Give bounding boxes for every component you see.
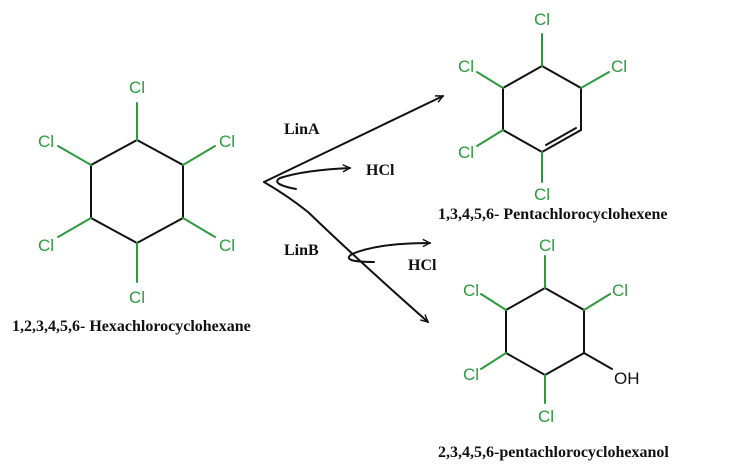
product-b-cl-bond-lower-left <box>480 352 507 370</box>
reactant-cl-bottom: Cl <box>129 288 145 307</box>
reactant-cl-top: Cl <box>129 78 145 97</box>
product-b-name: 2,3,4,5,6-pentachlorocyclohexanol <box>438 444 669 461</box>
linb-arrow <box>263 181 428 322</box>
product-a-name: 1,3,4,5,6- Pentachlorocyclohexene <box>438 206 667 223</box>
product-b-cl-lower-left: Cl <box>463 365 479 384</box>
product-b-cl-upper-left: Cl <box>463 281 479 300</box>
product-a-cl-upper-left: Cl <box>458 57 474 76</box>
reactant-cl-upper-left: Cl <box>38 132 54 151</box>
product-a-cl-lower-left: Cl <box>458 143 474 162</box>
reactant-cl-upper-right: Cl <box>219 132 235 151</box>
product-a-cl-bottom: Cl <box>534 185 550 204</box>
product-a-ring <box>502 64 582 154</box>
product-b-cl-bond-upper-left <box>480 293 507 311</box>
pentachlorocyclohexene-structure: Cl Cl Cl Cl Cl <box>458 10 627 204</box>
lina-arrow <box>263 95 443 183</box>
reactant-cl-lower-right: Cl <box>219 236 235 255</box>
product-b-hydroxyl: OH <box>614 369 640 388</box>
product-a-cl-bond-lower-left <box>476 129 504 147</box>
reactant-cl-bond-lower-right <box>182 217 216 238</box>
product-a-cl-bond-upper-left <box>476 71 504 89</box>
pentachlorocyclohexanol-structure: Cl Cl Cl Cl Cl OH <box>463 236 640 426</box>
product-b-oh-bond <box>583 352 613 370</box>
product-a-cl-bond-upper-right <box>580 71 610 89</box>
product-a-cl-upper-right: Cl <box>611 57 627 76</box>
product-b-cl-bottom: Cl <box>538 407 554 426</box>
reactant-cl-lower-left: Cl <box>38 236 54 255</box>
linb-hcl-release-arrow <box>347 243 431 263</box>
product-a-cl-top: Cl <box>534 10 550 29</box>
reactant-cl-bond-upper-left <box>57 145 92 166</box>
product-b-cl-bond-upper-right <box>583 293 611 311</box>
reactant-cl-bond-upper-right <box>182 145 216 166</box>
reactant-cl-bond-lower-left <box>57 217 92 238</box>
product-b-ring <box>505 286 585 377</box>
lina-enzyme-label: LinA <box>284 121 320 138</box>
linb-enzyme-label: LinB <box>284 242 319 259</box>
lina-hcl-release-arrow <box>276 168 350 190</box>
hexachlorocyclohexane-structure: Cl Cl Cl Cl Cl Cl <box>38 78 235 307</box>
reactant-ring <box>90 138 184 245</box>
hcl-byproduct-b: HCl <box>408 257 437 274</box>
hcl-byproduct-a: HCl <box>366 162 395 179</box>
product-a-double-bond <box>545 127 577 146</box>
product-b-cl-upper-right: Cl <box>612 281 628 300</box>
product-b-cl-top: Cl <box>539 236 555 255</box>
reaction-arrows <box>263 95 443 322</box>
reactant-name: 1,2,3,4,5,6- Hexachlorocyclohexane <box>12 318 251 335</box>
